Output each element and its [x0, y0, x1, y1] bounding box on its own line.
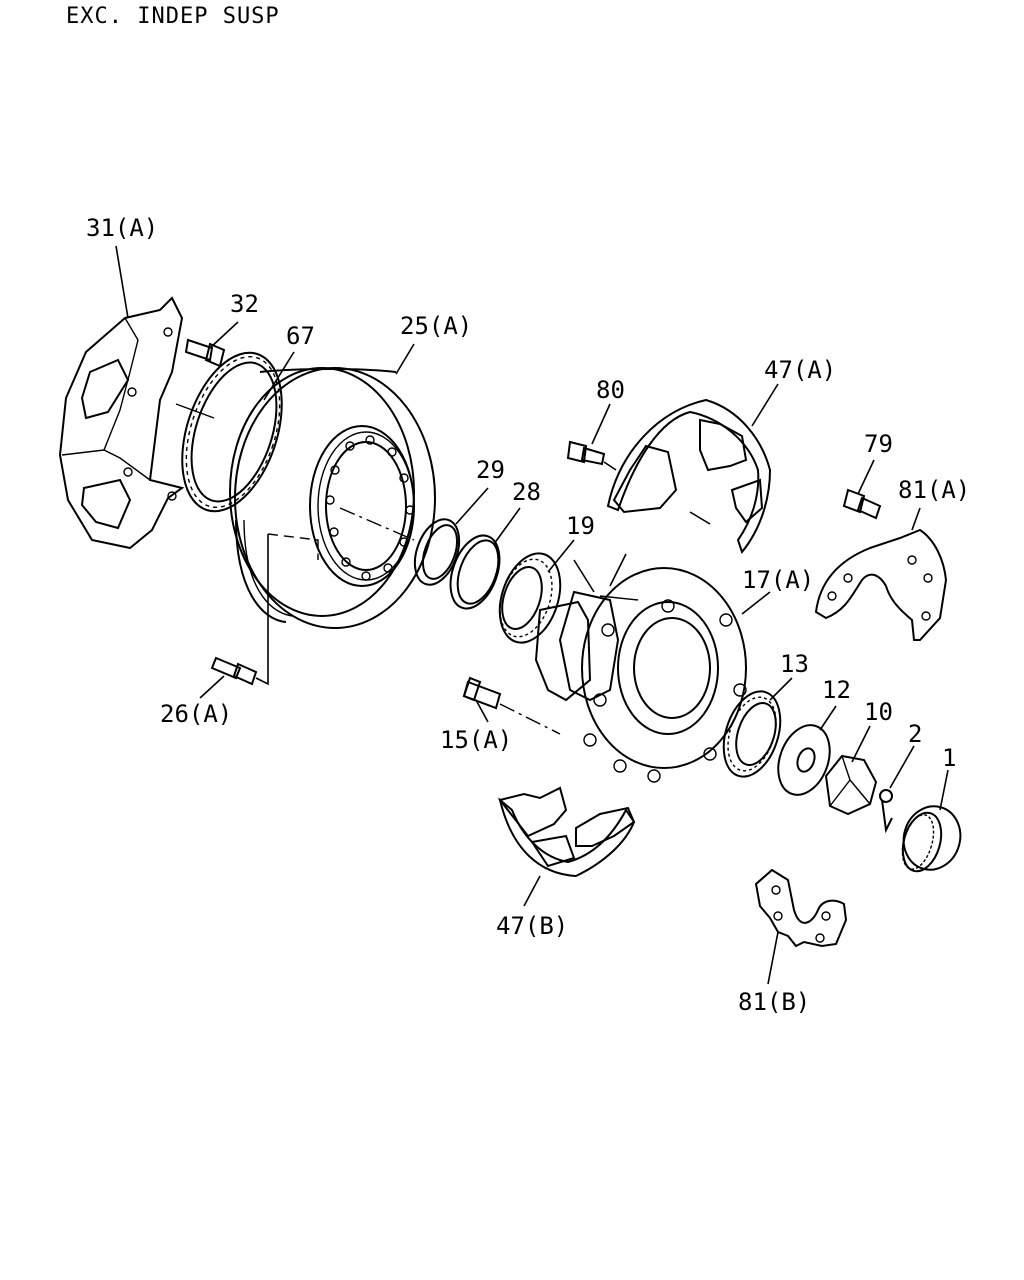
label-15a: 15(A) [440, 726, 512, 754]
diagram-title: EXC. INDEP SUSP [66, 4, 280, 29]
stud-15a-part [462, 676, 561, 735]
label-28: 28 [512, 478, 541, 506]
label-17a: 17(A) [742, 566, 814, 594]
label-67: 67 [286, 322, 315, 350]
label-29: 29 [476, 456, 505, 484]
label-47b: 47(B) [496, 912, 568, 940]
bolt-79-part [842, 488, 882, 520]
label-13: 13 [780, 650, 809, 678]
brake-disc-part [229, 367, 436, 629]
leader-lines [115, 245, 949, 985]
sensor-ring-part [175, 351, 283, 513]
cotter-pin-2-part [879, 789, 893, 834]
label-12: 12 [822, 676, 851, 704]
label-10: 10 [864, 698, 893, 726]
label-32: 32 [230, 290, 259, 318]
hub-17a-part [534, 553, 747, 783]
label-81b: 81(B) [738, 988, 810, 1016]
label-79: 79 [864, 430, 893, 458]
shield-47b-part [498, 786, 636, 878]
plate-81a-part [814, 528, 948, 641]
nut-10-part [824, 754, 878, 816]
ring-28-part [449, 534, 501, 610]
label-26a: 26(A) [160, 700, 232, 728]
label-1: 1 [942, 744, 956, 772]
bearing-19-part [498, 552, 562, 644]
bolt-32-part [184, 338, 226, 368]
label-31a: 31(A) [86, 214, 158, 242]
label-25a: 25(A) [400, 312, 472, 340]
label-47a: 47(A) [764, 356, 836, 384]
bearing-13-part [722, 690, 782, 778]
cap-1-part [901, 805, 962, 873]
bolt-80-part [566, 440, 617, 471]
washer-12-part [777, 724, 831, 796]
plate-81b-part [754, 868, 848, 948]
label-19: 19 [566, 512, 595, 540]
label-2: 2 [908, 720, 922, 748]
bolt-26a-part [210, 533, 319, 686]
dust-shield-part [58, 296, 185, 550]
label-80: 80 [596, 376, 625, 404]
shield-47a-part [606, 398, 772, 555]
label-81a: 81(A) [898, 476, 970, 504]
